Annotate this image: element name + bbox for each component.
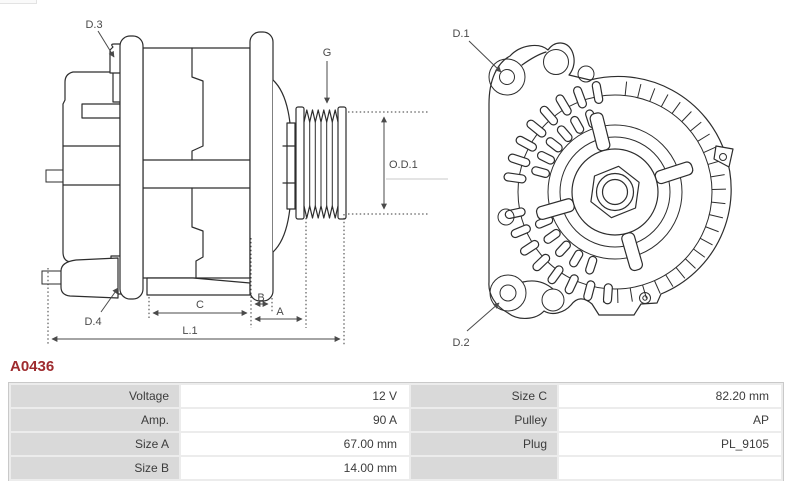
spec-value: 12 V: [181, 385, 409, 407]
table-row: Amp. 90 A Pulley AP: [11, 409, 781, 431]
leader-d3: [97, 30, 115, 58]
mount-boss-bottom: [489, 274, 527, 312]
dim-label-g: G: [323, 47, 332, 59]
spec-label: Size C: [411, 385, 557, 407]
mounting-stud: [41, 270, 62, 285]
dim-label-c: C: [196, 299, 204, 311]
dim-label-d1: D.1: [452, 28, 469, 40]
spec-label: Size A: [11, 433, 179, 455]
top-left-artifact: [0, 0, 37, 4]
spec-label: Voltage: [11, 385, 179, 407]
mount-hole-d1: [499, 69, 515, 85]
shaft-end: [601, 178, 629, 206]
mount-hole-bottom2: [541, 288, 565, 312]
dim-label-od1: O.D.1: [389, 159, 418, 171]
table-row: Voltage 12 V Size C 82.20 mm: [11, 385, 781, 407]
small-hole-top: [577, 65, 595, 83]
rear-flange: [119, 35, 144, 300]
lower-ear: [60, 257, 119, 299]
side-view: D.3 G O.D.1 D.4 C B A L.1: [41, 19, 448, 346]
spec-label: Plug: [411, 433, 557, 455]
mount-hole-top2: [543, 49, 569, 75]
pulley: [295, 106, 347, 220]
fan-shroud-ring: [517, 94, 713, 290]
terminal-stud: [45, 169, 64, 183]
dim-label-d2: D.2: [452, 337, 469, 349]
dim-label-d3: D.3: [85, 19, 102, 31]
shaft-washer: [286, 122, 296, 210]
dim-label-a: A: [276, 306, 284, 318]
bottom-band: [146, 277, 251, 296]
rear-view: D.1 D.2: [452, 28, 734, 349]
mount-boss-top: [488, 58, 526, 96]
foot-hole-center: [642, 295, 648, 301]
spec-value: PL_9105: [559, 433, 781, 455]
spec-value: [559, 457, 781, 479]
leader-d4: [100, 287, 119, 313]
rim-tab-hole: [719, 153, 727, 161]
side-hole: [497, 208, 515, 226]
alternator-diagram: D.3 G O.D.1 D.4 C B A L.1: [41, 19, 734, 349]
dim-label-d4: D.4: [84, 316, 101, 328]
spec-value: 82.20 mm: [559, 385, 781, 407]
dim-label-l1: L.1: [182, 325, 197, 337]
spec-value: 67.00 mm: [181, 433, 409, 455]
rim-tab: [713, 145, 734, 168]
spec-label: Size B: [11, 457, 179, 479]
foot-hole: [639, 292, 651, 304]
spec-label: [411, 457, 557, 479]
spec-value: 90 A: [181, 409, 409, 431]
spec-value: 14.00 mm: [181, 457, 409, 479]
front-bracket: [249, 31, 274, 302]
mount-hole-d2: [499, 284, 517, 302]
spec-label: Pulley: [411, 409, 557, 431]
leader-d2: [466, 302, 500, 332]
pulley-groove-circle: [559, 136, 671, 248]
leader-d1: [468, 40, 502, 73]
spec-table: Voltage 12 V Size C 82.20 mm Amp. 90 A P…: [8, 382, 784, 481]
table-row: Size B 14.00 mm: [11, 457, 781, 479]
pulley-outline: [547, 124, 683, 260]
spec-label: Amp.: [11, 409, 179, 431]
table-row: Size A 67.00 mm Plug PL_9105: [11, 433, 781, 455]
vent-slots: [503, 81, 613, 305]
part-number: A0436: [10, 358, 55, 375]
spec-value: AP: [559, 409, 781, 431]
rear-housing: [62, 71, 121, 263]
dim-label-b: B: [257, 292, 264, 304]
